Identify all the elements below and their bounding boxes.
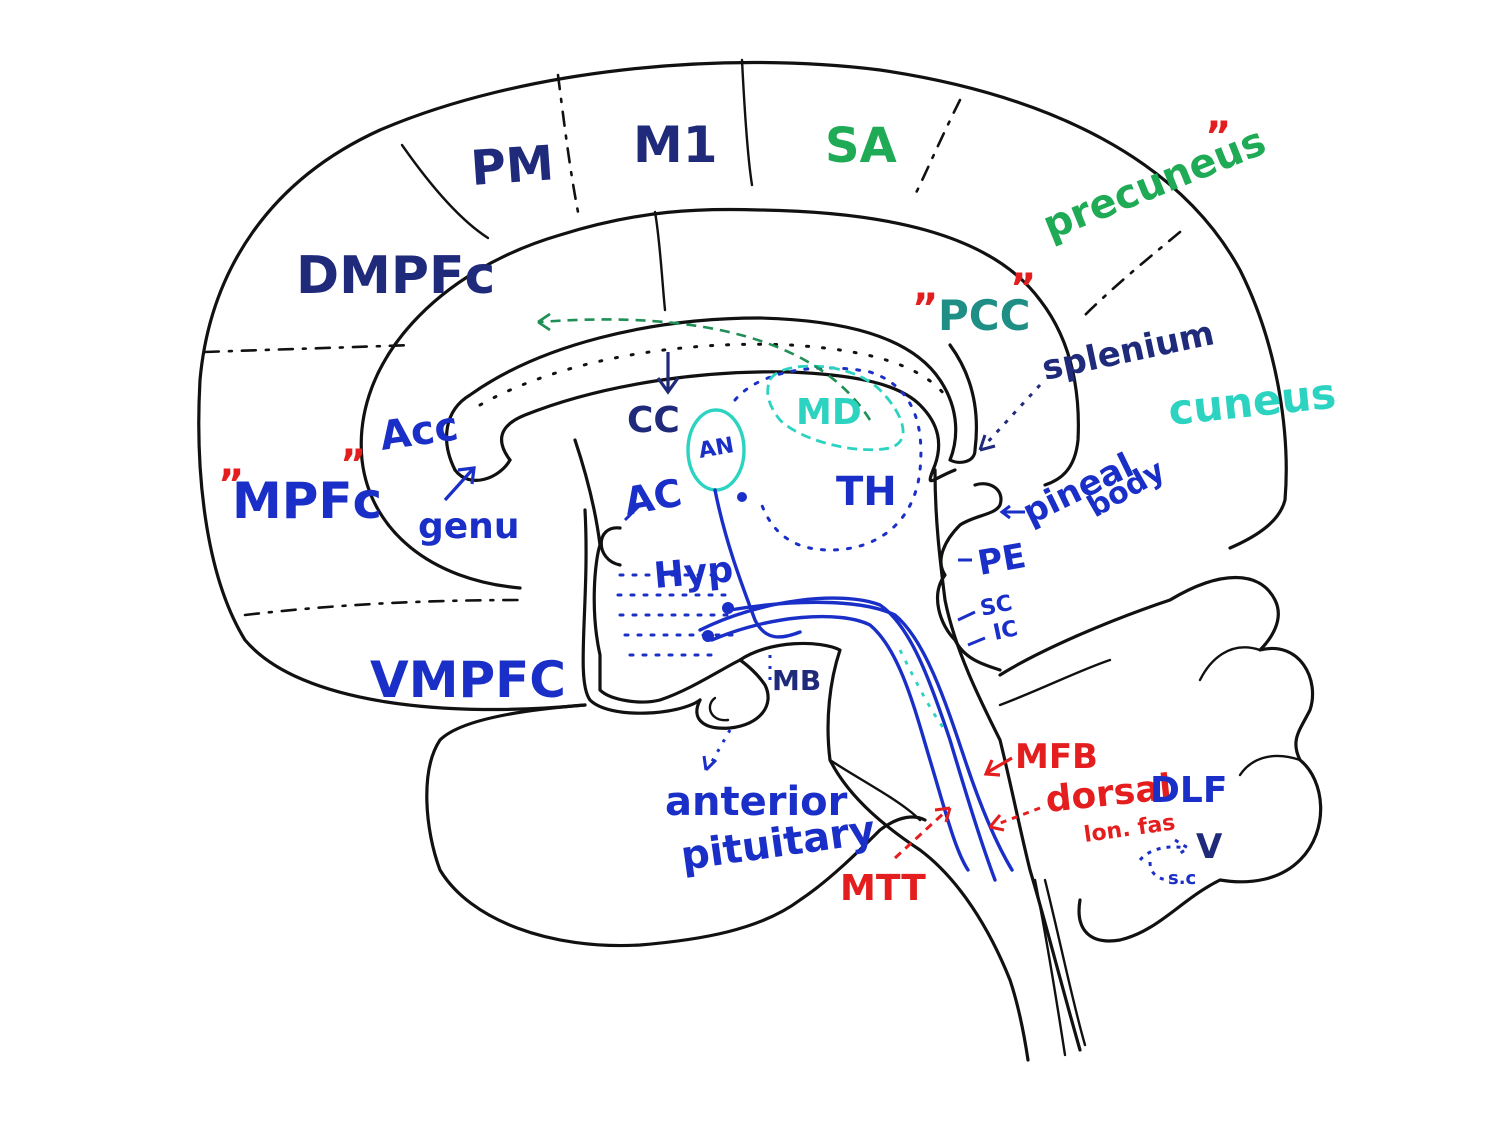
label-s-c: s.c (1168, 868, 1196, 889)
label-mpfc: MPFc (232, 472, 382, 530)
thalamus-outline (733, 366, 923, 552)
callosum-dotted (478, 342, 947, 407)
label-pcc-quote-close: ” (1010, 266, 1036, 312)
label-precuneus: precuneus (1037, 118, 1273, 249)
pituitary-dotted-arrow (708, 729, 732, 766)
sc-arrow (957, 610, 976, 622)
label-lon-fas: lon. fas (1082, 810, 1176, 848)
colliculi-outline (935, 482, 1003, 672)
mfb-fiber-3 (728, 600, 1014, 872)
v-arrow (1138, 838, 1191, 862)
splenium-arrow (983, 383, 1042, 447)
sc-lower-curve (1148, 861, 1171, 882)
label-ac: AC (621, 471, 685, 524)
diencephalon-front (581, 508, 702, 715)
teal-dotted-fiber (898, 649, 947, 731)
pituitary-arrowhead (702, 755, 718, 772)
divider-pm-m1 (556, 73, 580, 214)
corpus-callosum-inner (500, 370, 957, 483)
label-pcc-quote-open: ” (912, 286, 938, 332)
label-precuneus-quote: ” (1205, 114, 1231, 160)
label-pe: PE (975, 536, 1029, 584)
dorsal-red-arrow (994, 806, 1041, 827)
splenium-arrowhead (978, 434, 996, 452)
cerebellum-fold-2 (1198, 646, 1262, 682)
divider-m1-sa (740, 58, 754, 187)
cingulate-outline (359, 207, 1080, 590)
fiber-node-1 (722, 602, 734, 614)
fiber-node-3 (737, 492, 747, 502)
label-splenium: splenium (1039, 313, 1218, 388)
mediodorsal-oval (766, 364, 905, 452)
divider-mpfc-vmpfc (243, 598, 522, 617)
label-mb: MB (772, 664, 821, 697)
cerebellum-outline (998, 575, 1323, 943)
diencephalon-outline (573, 438, 742, 704)
temporal-lobe-outline (425, 703, 927, 948)
cc-arrow (656, 352, 680, 395)
pineal-arrow (999, 504, 1025, 520)
cortex-outline (197, 60, 1288, 712)
label-md: MD (796, 392, 862, 433)
divider-central (653, 210, 667, 312)
label-an: AN (697, 433, 736, 464)
mtt-red-arrowhead (934, 806, 952, 823)
genu-arrow (443, 466, 476, 502)
label-anterior: anterior (665, 779, 848, 825)
ac-arrow (623, 503, 642, 522)
ic-arrow (967, 636, 986, 647)
label-hyp: Hyp (652, 549, 735, 597)
label-acc: Acc (377, 403, 461, 459)
brainstem-inner-1 (1033, 878, 1067, 1057)
mfb-red-arrow (983, 756, 1013, 777)
label-vmpfc: VMPFC (370, 651, 566, 709)
corpus-callosum-outer-top (453, 458, 512, 482)
label-mpfc-quote-close: ” (340, 442, 366, 488)
pituitary-stalk-inner (708, 696, 730, 722)
label-m1: M1 (633, 116, 718, 174)
brainstem-front (738, 641, 1030, 1062)
pituitary-stalk (695, 658, 770, 730)
mtt-red-arrow (893, 810, 947, 860)
divider-sa-precuneus (913, 98, 962, 197)
hypothalamus-dots (616, 573, 737, 657)
temporal-lobe-inner (828, 758, 922, 822)
label-dlf: DLF (1150, 770, 1227, 811)
divider-pm-front (400, 143, 490, 240)
label-mfb: MFB (1015, 737, 1098, 777)
label-mpfc-quote-open: ” (218, 462, 244, 508)
label-dmpfc: DMPFc (296, 246, 495, 306)
label-pcc: PCC (938, 291, 1030, 340)
cerebellum-fold-1 (998, 658, 1112, 707)
label-mtt: MTT (840, 868, 926, 909)
label-th: TH (836, 469, 897, 515)
divider-dmpfc-mpfc (203, 343, 414, 354)
brainstem-inner-2 (1043, 878, 1087, 1047)
corpus-callosum-outer (445, 316, 979, 472)
label-ic: IC (991, 616, 1020, 646)
fiber-node-2 (702, 630, 714, 642)
label-cuneus: cuneus (1166, 369, 1338, 435)
cerebellum-fold-3 (1238, 754, 1302, 777)
label-sa: SA (825, 118, 897, 174)
green-dashed-arrow (539, 318, 872, 421)
ventricle-bump (599, 526, 622, 567)
green-arrowhead (537, 312, 551, 332)
label-v: V (1196, 827, 1223, 867)
label-pm: PM (469, 135, 556, 197)
label-cc: CC (627, 400, 680, 441)
label-genu: genu (418, 506, 519, 547)
divider-precuneus-cuneus (1080, 230, 1182, 320)
dorsal-red-arrowhead (988, 814, 1005, 832)
